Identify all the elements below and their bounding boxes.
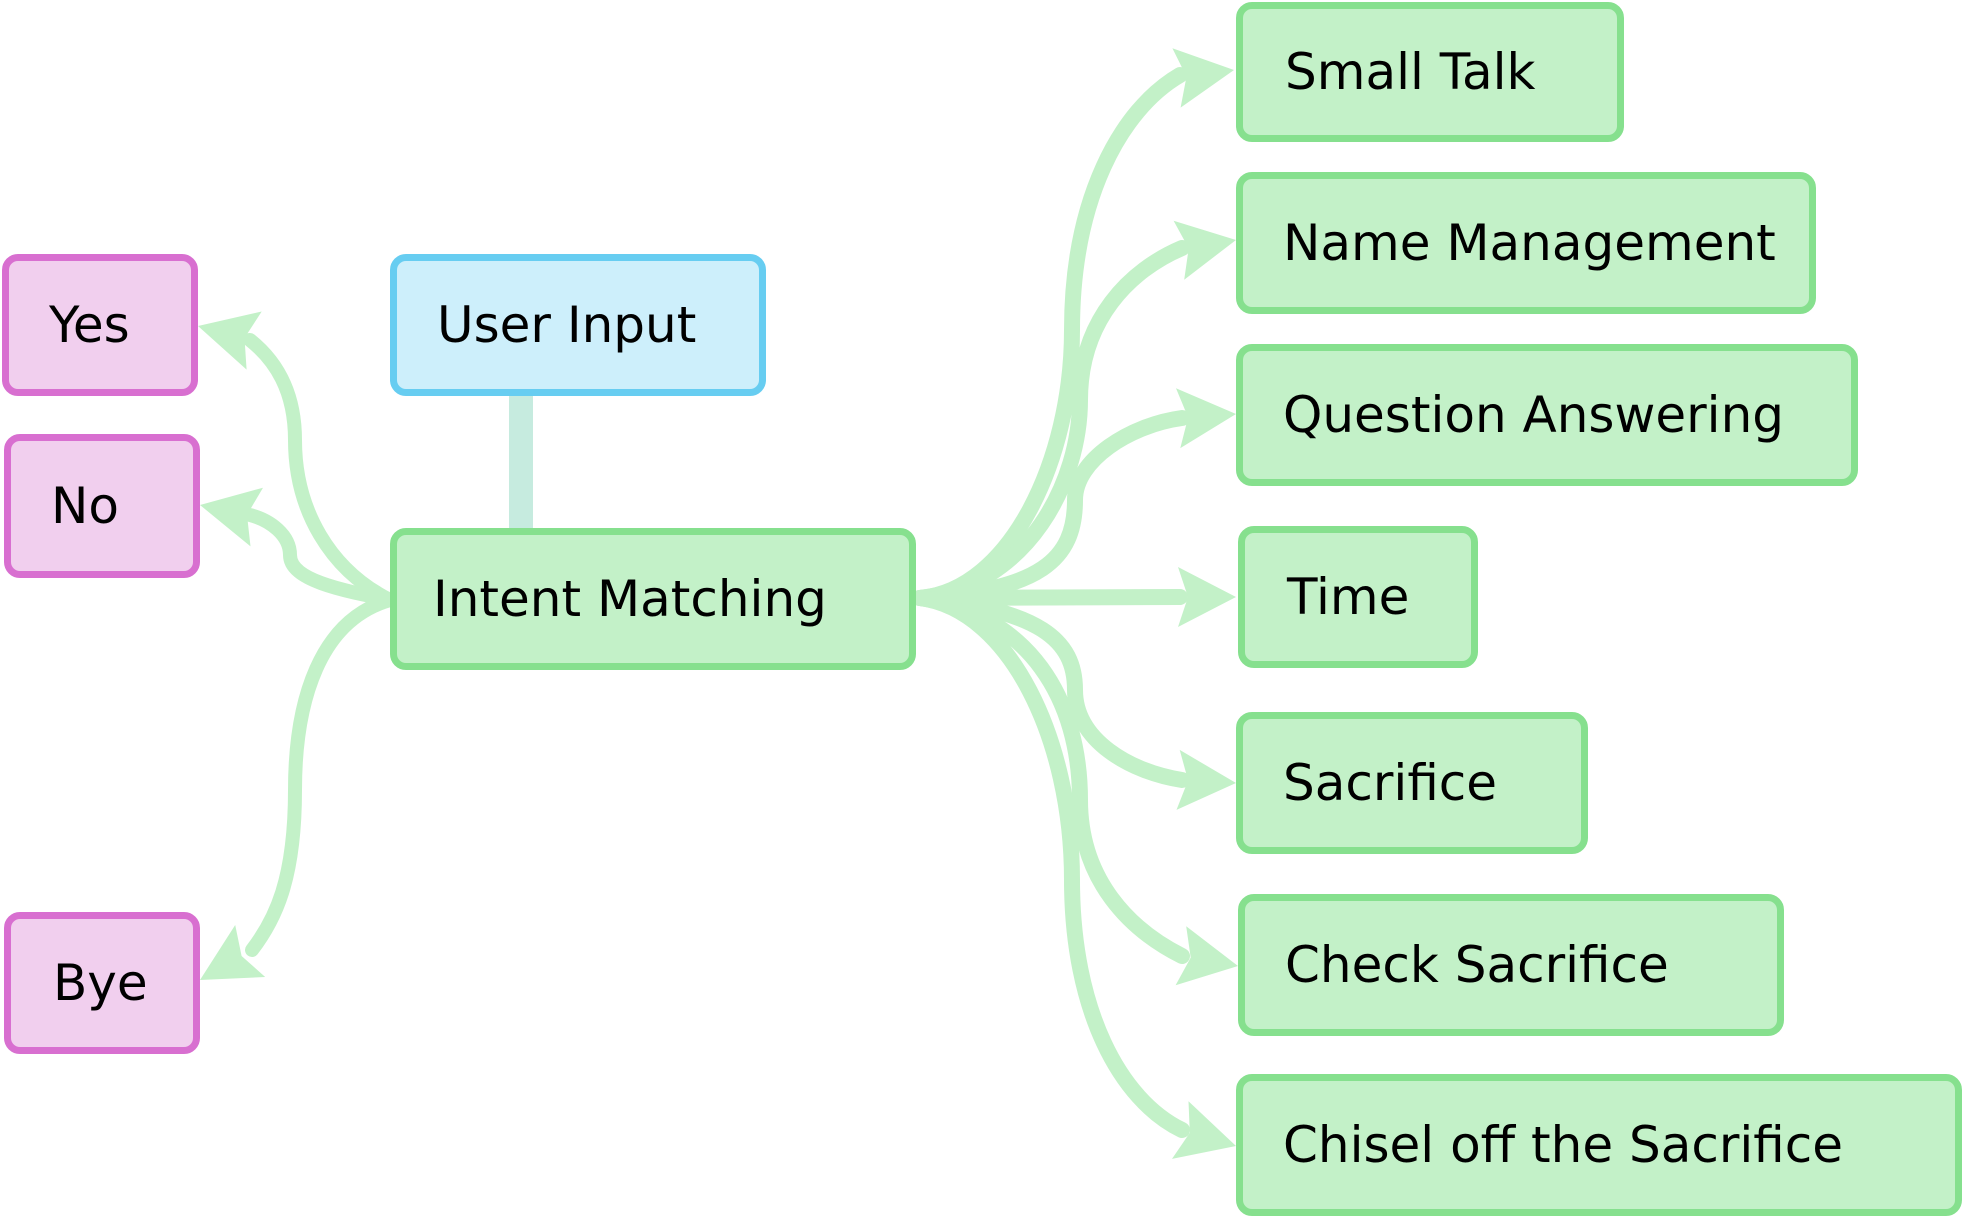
check-sacrifice-label: Check Sacrifice [1285,936,1669,994]
edge-check-sacrifice [912,590,1190,964]
edge-sacrifice [912,590,1190,788]
intent-matching-label: Intent Matching [433,570,827,628]
user-input-node: User Input [390,254,766,396]
yes-label: Yes [49,296,130,354]
name-management-node: Name Management [1236,172,1816,314]
no-node: No [4,434,200,578]
time-label: Time [1287,568,1410,626]
edge-chisel-off [912,590,1190,1138]
small-talk-label: Small Talk [1285,43,1536,101]
time-node: Time [1238,526,1478,668]
small-talk-node: Small Talk [1236,2,1624,142]
chisel-off-node: Chisel off the Sacrifice [1236,1074,1962,1216]
edge-name-management [912,240,1190,606]
name-management-label: Name Management [1283,214,1776,272]
stem-connector [509,392,533,532]
edge-sacrifice-arrowhead [1176,749,1236,810]
edge-name-management-arrowhead [1173,220,1236,280]
bye-label: Bye [53,954,148,1012]
edge-no [243,508,397,607]
edge-chisel-off-arrowhead [1172,1101,1236,1159]
chisel-off-label: Chisel off the Sacrifice [1283,1116,1844,1174]
bye-node: Bye [4,912,200,1054]
edge-yes [243,333,397,607]
edge-question-answering [912,410,1190,606]
edge-bye-arrowhead [200,925,266,980]
question-answering-label: Question Answering [1283,386,1785,444]
question-answering-node: Question Answering [1236,344,1858,486]
no-label: No [51,477,119,535]
edge-small-talk-arrowhead [1172,48,1234,108]
edge-bye [245,593,397,957]
edge-yes-arrowhead [198,311,262,370]
intent-matching-node: Intent Matching [390,528,916,670]
sacrifice-node: Sacrifice [1236,712,1588,854]
edge-time-arrowhead [1178,567,1236,627]
check-sacrifice-node: Check Sacrifice [1238,894,1784,1036]
edges-group [198,48,1238,1159]
edge-question-answering-arrowhead [1176,388,1236,449]
sacrifice-label: Sacrifice [1283,754,1498,812]
edge-small-talk [912,67,1188,606]
user-input-label: User Input [437,296,697,354]
yes-node: Yes [2,254,198,396]
edge-no-arrowhead [200,487,263,547]
edge-check-sacrifice-arrowhead [1175,926,1238,986]
